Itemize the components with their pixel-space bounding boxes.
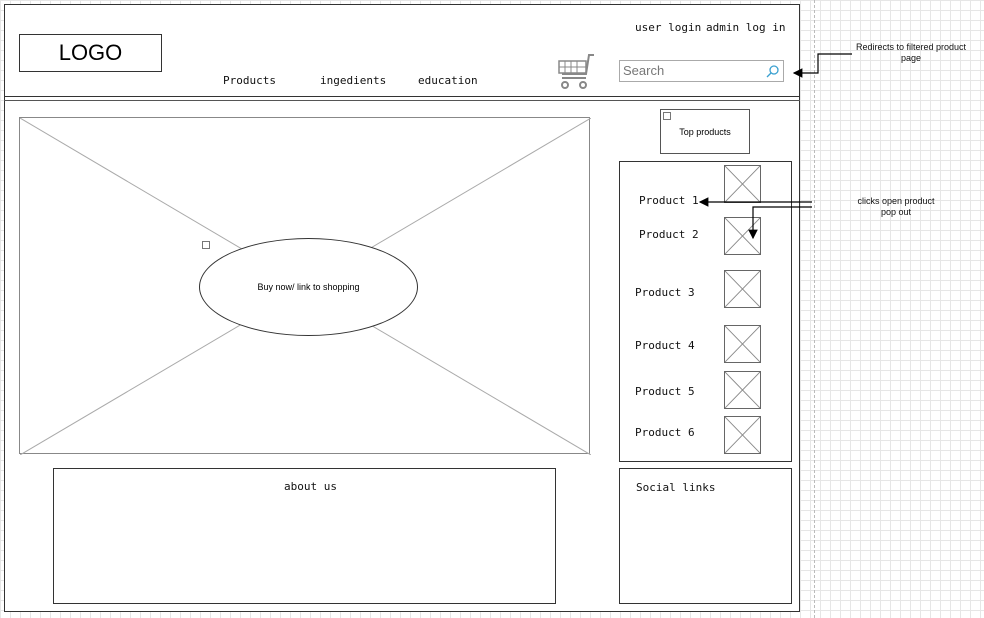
user-login-link[interactable]: user login	[635, 21, 702, 34]
top-products-title: Top products	[679, 126, 731, 137]
product-5-label[interactable]: Product 5	[635, 385, 695, 398]
search-placeholder: Search	[623, 63, 665, 78]
nav-education[interactable]: education	[418, 74, 478, 87]
about-us-section	[53, 468, 556, 604]
product-1-label[interactable]: Product 1	[639, 194, 699, 207]
logo-text: LOGO	[58, 40, 123, 65]
product-6-label[interactable]: Product 6	[635, 426, 695, 439]
top-products-collapse-icon	[663, 112, 671, 120]
product-4-label[interactable]: Product 4	[635, 339, 695, 352]
product-annotation: clicks open product pop out	[857, 196, 935, 217]
buy-now-button[interactable]: Buy now/ link to shopping	[199, 238, 418, 336]
product-2-label[interactable]: Product 2	[639, 228, 699, 241]
product-3-label[interactable]: Product 3	[635, 286, 695, 299]
nav-ingredients[interactable]: ingedients	[320, 74, 387, 87]
about-us-title: about us	[284, 480, 337, 493]
product-2-image[interactable]	[724, 217, 761, 255]
search-annotation-arrow	[792, 53, 852, 78]
nav-products[interactable]: Products	[223, 74, 276, 87]
product-5-image[interactable]	[724, 371, 761, 409]
buy-now-label: Buy now/ link to shopping	[257, 282, 360, 292]
product-3-image[interactable]	[724, 270, 761, 308]
top-products-title-box: Top products	[660, 109, 750, 154]
product-6-image[interactable]	[724, 416, 761, 454]
page-edge-dashed-line	[814, 0, 815, 618]
shopping-cart-icon[interactable]	[556, 52, 596, 92]
header-divider	[4, 96, 800, 101]
search-annotation: Redirects to filtered product page	[855, 42, 967, 63]
logo-box[interactable]: LOGO	[19, 34, 162, 72]
search-input[interactable]: Search	[619, 60, 784, 82]
social-links-title: Social links	[636, 481, 716, 494]
hero-collapse-icon	[202, 241, 210, 249]
product-4-image[interactable]	[724, 325, 761, 363]
product-1-image[interactable]	[724, 165, 761, 203]
magnifier-icon[interactable]	[765, 64, 780, 79]
social-links-section	[619, 468, 792, 604]
admin-login-link[interactable]: admin log in	[706, 21, 786, 34]
